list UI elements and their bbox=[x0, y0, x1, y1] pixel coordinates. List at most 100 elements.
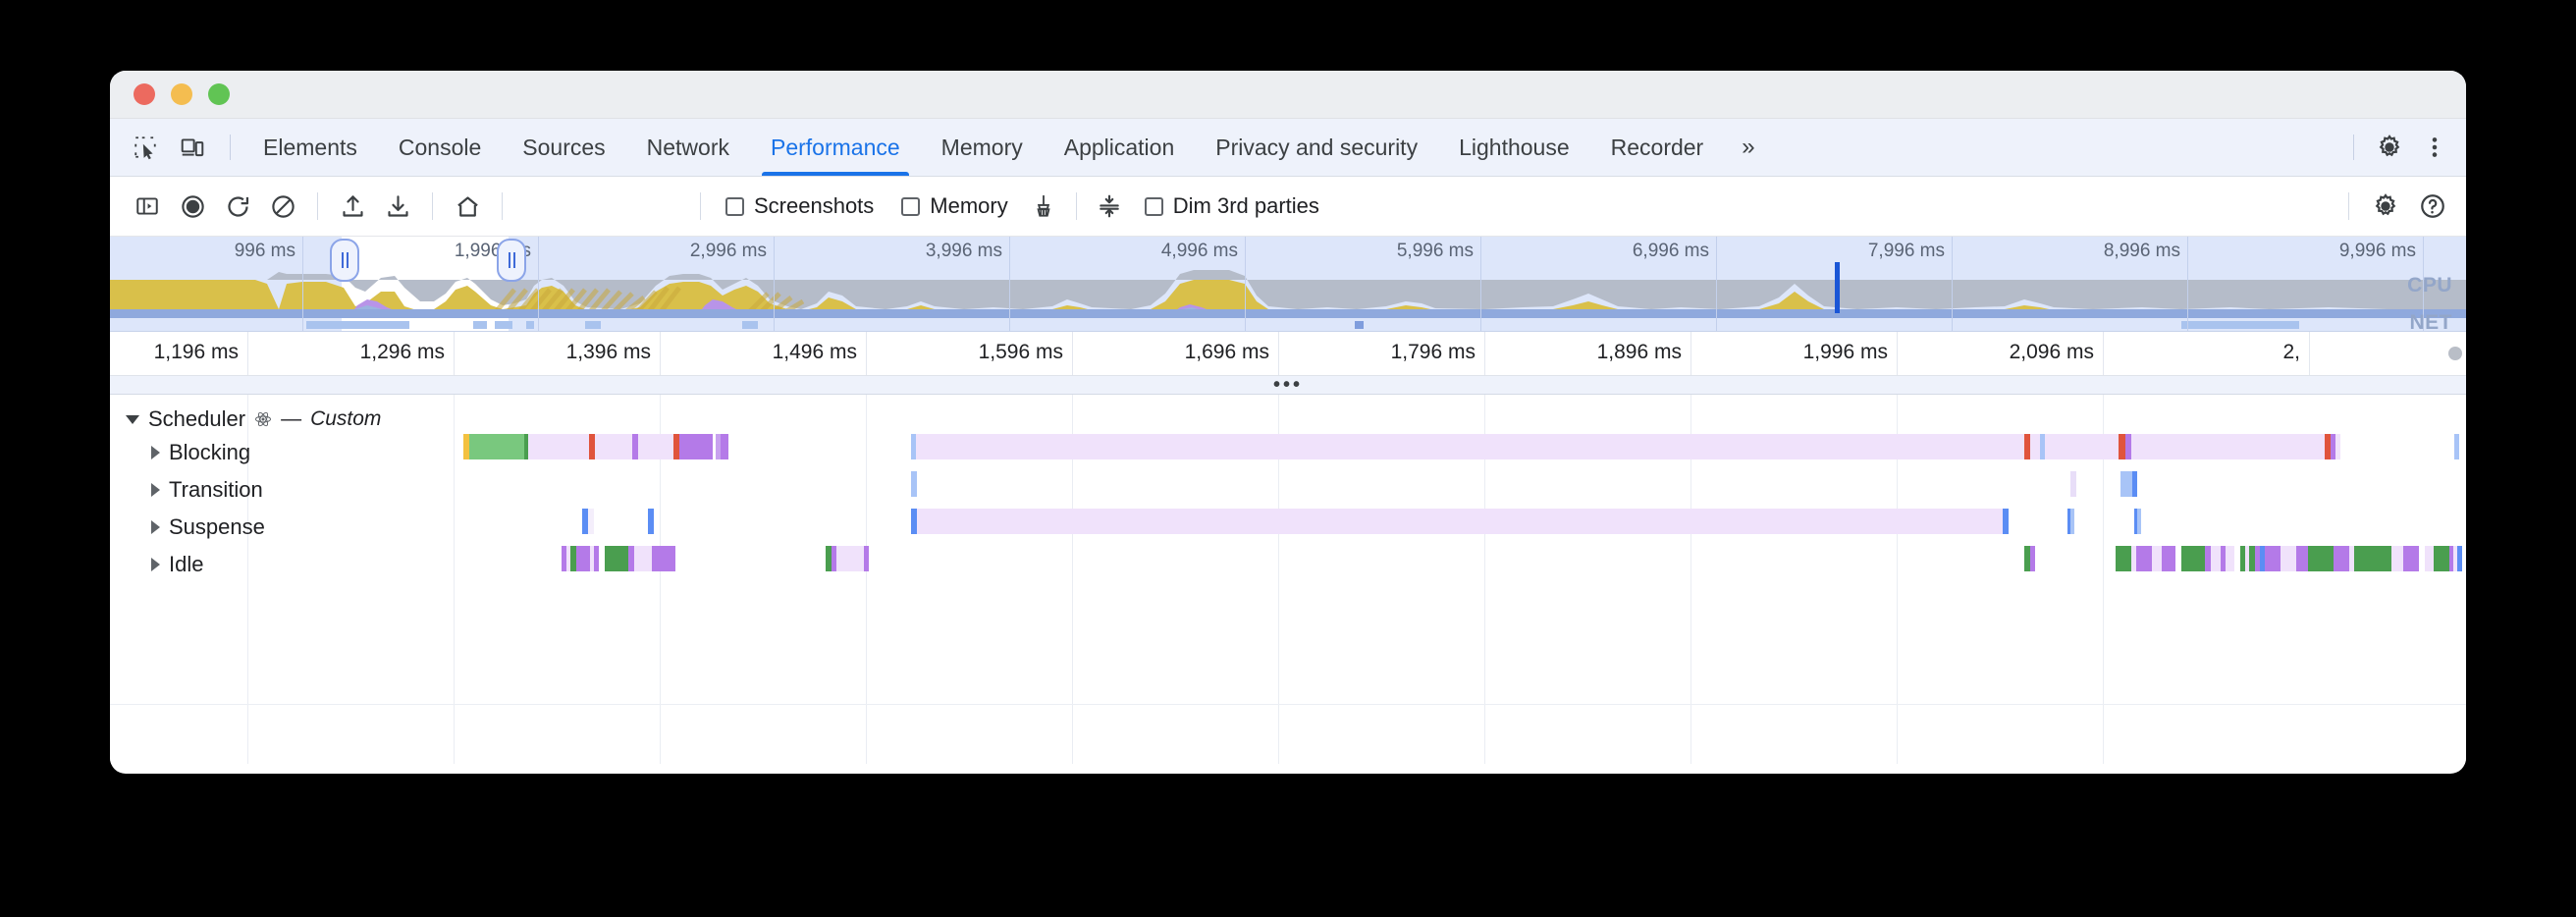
timeline-marker bbox=[1835, 262, 1840, 313]
ruler-tick: 1,396 ms bbox=[454, 332, 661, 375]
checkbox-box bbox=[1144, 196, 1163, 216]
collapse-expand-icon[interactable] bbox=[1088, 185, 1131, 228]
overview-tick: 5,996 ms bbox=[1245, 237, 1481, 331]
tab-recorder[interactable]: Recorder bbox=[1590, 119, 1725, 176]
more-tabs-chevron-icon[interactable]: » bbox=[1742, 134, 1755, 160]
devtools-tabbar: Elements Console Sources Network Perform… bbox=[110, 119, 2466, 177]
close-window-button[interactable] bbox=[134, 83, 155, 105]
track-row-transition[interactable]: Transition bbox=[151, 477, 263, 503]
track-label: Suspense bbox=[169, 514, 265, 539]
clear-icon[interactable] bbox=[261, 185, 304, 228]
ruler-tick: 1,296 ms bbox=[247, 332, 455, 375]
chevron-right-icon[interactable] bbox=[151, 446, 160, 459]
tabbar-divider bbox=[230, 135, 231, 160]
tab-label: Lighthouse bbox=[1459, 134, 1570, 160]
overview-tick: 8,996 ms bbox=[1952, 237, 2188, 331]
flame-events[interactable] bbox=[110, 395, 2466, 689]
import-profile-icon[interactable] bbox=[331, 185, 374, 228]
chevron-down-icon[interactable] bbox=[126, 414, 139, 424]
ruler-tick: 1,196 ms bbox=[110, 332, 248, 375]
ruler-tick: 1,696 ms bbox=[1072, 332, 1279, 375]
toggle-sidebar-icon[interactable] bbox=[126, 185, 169, 228]
selection-handle-right[interactable] bbox=[497, 239, 526, 282]
horizontal-scroll-thumb[interactable] bbox=[2448, 347, 2462, 360]
chevron-right-icon[interactable] bbox=[151, 483, 160, 497]
track-row-suspense[interactable]: Suspense bbox=[151, 514, 265, 540]
toolbar-divider-3 bbox=[502, 192, 503, 220]
overview-tick-label: 3,996 ms bbox=[925, 241, 1002, 261]
network-requests bbox=[306, 321, 2299, 329]
inspect-element-icon[interactable] bbox=[124, 126, 167, 169]
tabbar-right-divider bbox=[2353, 135, 2354, 160]
track-group-separator: — bbox=[281, 407, 302, 430]
tracks-bottom-divider bbox=[110, 704, 2466, 705]
track-row-blocking[interactable]: Blocking bbox=[151, 440, 250, 465]
track-group-scheduler[interactable]: Scheduler — Custom bbox=[126, 406, 381, 432]
grid-line bbox=[1072, 395, 1073, 764]
flame-chart[interactable]: Scheduler — Custom Blocking Transition bbox=[110, 395, 2466, 764]
ruler-tick-label: 1,696 ms bbox=[1184, 341, 1269, 363]
track-label: Transition bbox=[169, 477, 263, 502]
panel-resizer[interactable]: ••• bbox=[110, 375, 2466, 395]
capture-divider bbox=[700, 192, 701, 220]
record-icon[interactable] bbox=[171, 185, 214, 228]
overview-tick: 6,996 ms bbox=[1480, 237, 1717, 331]
ruler-tick-label: 1,396 ms bbox=[565, 341, 651, 363]
timeline-ruler[interactable]: 1,196 ms 1,296 ms 1,396 ms 1,496 ms 1,59… bbox=[110, 331, 2466, 376]
more-options-kebab-icon[interactable] bbox=[2413, 126, 2456, 169]
tab-label: Recorder bbox=[1610, 134, 1704, 160]
reload-and-record-icon[interactable] bbox=[216, 185, 259, 228]
tab-sources[interactable]: Sources bbox=[502, 119, 625, 176]
overview-tick-label: 7,996 ms bbox=[1867, 241, 1945, 261]
export-profile-icon[interactable] bbox=[376, 185, 419, 228]
tab-label: Memory bbox=[940, 134, 1023, 160]
tab-memory[interactable]: Memory bbox=[921, 119, 1044, 176]
tab-performance[interactable]: Performance bbox=[750, 119, 921, 176]
grid-line bbox=[1897, 395, 1898, 764]
overview-tick: 3,996 ms bbox=[774, 237, 1010, 331]
toolbar-divider-2 bbox=[432, 192, 433, 220]
tab-privacy-and-security[interactable]: Privacy and security bbox=[1195, 119, 1438, 176]
device-toolbar-icon[interactable] bbox=[171, 126, 214, 169]
track-row-idle[interactable]: Idle bbox=[151, 552, 203, 577]
lane-suspense bbox=[582, 509, 2141, 534]
capture-settings-gear-icon[interactable] bbox=[2364, 185, 2407, 228]
home-icon[interactable] bbox=[446, 185, 489, 228]
overview-ruler[interactable]: 996 ms 1,996 ms 2,996 ms 3,996 ms 4,996 … bbox=[110, 237, 2466, 331]
tab-label: Elements bbox=[263, 134, 357, 160]
ruler-tick: 1,796 ms bbox=[1278, 332, 1485, 375]
screenshots-checkbox[interactable]: Screenshots bbox=[712, 193, 887, 219]
ruler-tick: 1,896 ms bbox=[1484, 332, 1691, 375]
memory-checkbox[interactable]: Memory bbox=[887, 193, 1021, 219]
checkbox-label: Screenshots bbox=[754, 193, 875, 218]
chevron-right-icon[interactable] bbox=[151, 558, 160, 571]
help-icon[interactable] bbox=[2411, 185, 2454, 228]
chevron-right-icon[interactable] bbox=[151, 520, 160, 534]
window-titlebar bbox=[110, 71, 2466, 119]
tab-network[interactable]: Network bbox=[626, 119, 750, 176]
timeline-overview[interactable]: 996 ms 1,996 ms 2,996 ms 3,996 ms 4,996 … bbox=[110, 237, 2466, 331]
tab-elements[interactable]: Elements bbox=[242, 119, 378, 176]
tab-label: Sources bbox=[522, 134, 606, 160]
ruler-tick-label: 1,596 ms bbox=[978, 341, 1063, 363]
ruler-tick-label: 1,996 ms bbox=[1802, 341, 1888, 363]
overview-tick-label: 5,996 ms bbox=[1396, 241, 1474, 261]
tab-lighthouse[interactable]: Lighthouse bbox=[1438, 119, 1590, 176]
performance-toolbar: Screenshots Memory bbox=[110, 177, 2466, 237]
ruler-tick-label: 2,096 ms bbox=[2009, 341, 2094, 363]
garbage-collect-broom-icon[interactable] bbox=[1022, 185, 1065, 228]
tab-application[interactable]: Application bbox=[1044, 119, 1196, 176]
minimize-window-button[interactable] bbox=[171, 83, 192, 105]
settings-gear-icon[interactable] bbox=[2368, 126, 2411, 169]
zoom-window-button[interactable] bbox=[208, 83, 230, 105]
tab-label: Network bbox=[646, 134, 729, 160]
tab-console[interactable]: Console bbox=[378, 119, 502, 176]
overview-tick-label: 4,996 ms bbox=[1160, 241, 1238, 261]
selection-handle-left[interactable] bbox=[330, 239, 359, 282]
dim-3rd-parties-checkbox[interactable]: Dim 3rd parties bbox=[1131, 193, 1333, 219]
ruler-tick-label: 1,296 ms bbox=[359, 341, 445, 363]
grid-line bbox=[1278, 395, 1279, 764]
overview-tick: 996 ms bbox=[110, 237, 303, 331]
recording-controls bbox=[110, 185, 513, 228]
grid-line bbox=[454, 395, 455, 764]
